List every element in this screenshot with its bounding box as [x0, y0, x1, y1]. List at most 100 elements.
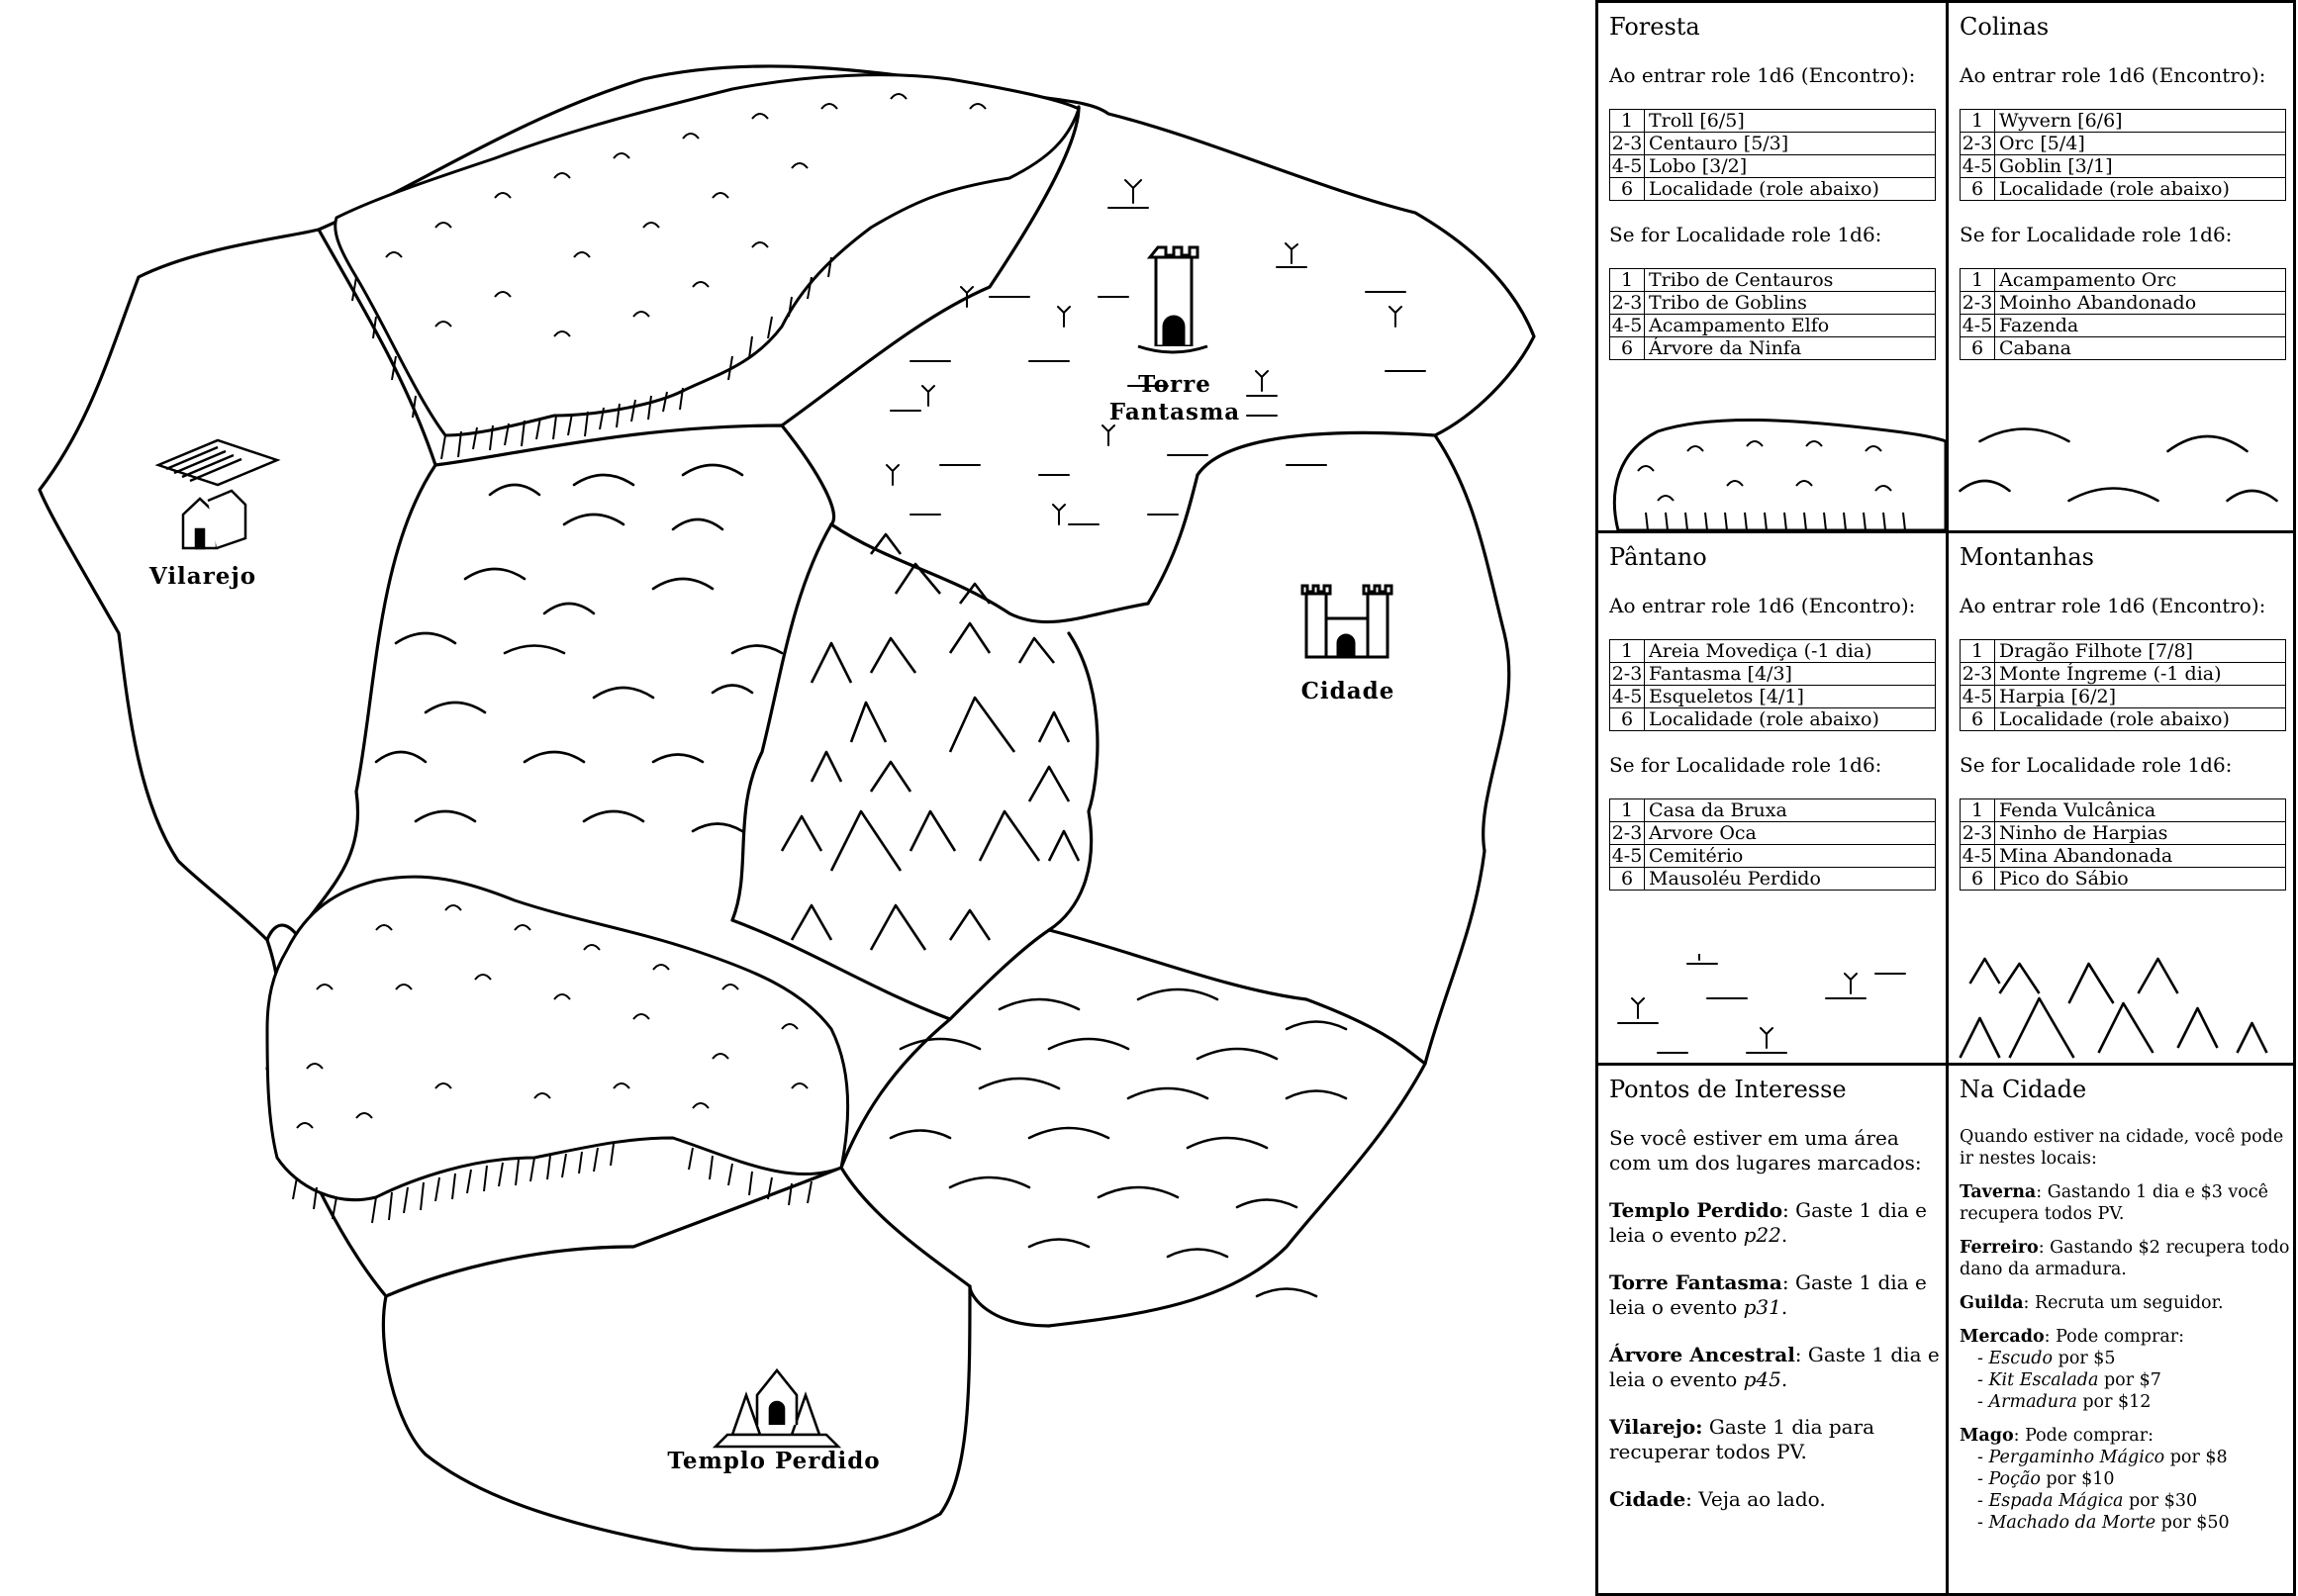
border-city-lake [1047, 928, 1427, 1066]
mountains-enter-text: Ao entrar role 1d6 (Encontro): [1960, 594, 2266, 617]
list-item: - Poção por $10 [1977, 1469, 2115, 1489]
list-item: - Kit Escalada por $7 [1977, 1370, 2161, 1390]
forest-north-trunks [351, 256, 832, 460]
hills-panel: Colinas Ao entrar role 1d6 (Encontro): 1… [1949, 3, 2296, 533]
forest-deco-icon [1612, 418, 1946, 530]
border-tower-city [1196, 430, 1437, 477]
swamp-marks [886, 179, 1426, 525]
map-label-temple: Templo Perdido [667, 1448, 880, 1474]
city-smith: Ferreiro: Gastando $2 recupera todo dano… [1960, 1238, 2290, 1279]
poi-intro: Se você estiver em uma área com um dos l… [1609, 1126, 1922, 1174]
swamp-title: Pântano [1609, 543, 1707, 571]
city-guild: Guilda: Recruta um seguidor. [1960, 1293, 2224, 1313]
village-icon [154, 438, 281, 550]
hills-locality-prompt: Se for Localidade role 1d6: [1960, 223, 2233, 246]
forest-panel: Foresta Ao entrar role 1d6 (Encontro): 1… [1598, 3, 1949, 533]
forest-north [334, 73, 1081, 437]
rules-panel: Foresta Ao entrar role 1d6 (Encontro): 1… [1595, 0, 2296, 1596]
border-mtn-bottom [730, 918, 1051, 1021]
temple-icon [712, 1367, 842, 1449]
forest-south-trunks [292, 1143, 813, 1224]
poi-item: Cidade: Veja ao lado. [1609, 1487, 1826, 1511]
border-lake-left [839, 1017, 952, 1170]
map-label-tower-2: Fantasma [1109, 399, 1240, 425]
city-title: Na Cidade [1960, 1076, 2087, 1103]
city-icon [1300, 584, 1393, 659]
forest-locality-prompt: Se for Localidade role 1d6: [1609, 223, 1882, 246]
border-mtn-right [1047, 631, 1100, 932]
poi-item: Árvore Ancestral: Gaste 1 dia e leia o e… [1609, 1343, 1940, 1391]
swamp-deco-icon [1617, 954, 1906, 1054]
list-item: - Escudo por $5 [1977, 1349, 2116, 1368]
forest-enter-text: Ao entrar role 1d6 (Encontro): [1609, 63, 1916, 87]
forest-title: Foresta [1609, 13, 1700, 41]
mountains-locality-prompt: Se for Localidade role 1d6: [1960, 753, 2233, 777]
border-mtn-left [730, 522, 833, 922]
forest-north-texture [385, 93, 987, 337]
poi-panel: Pontos de Interesse Se você estiver em u… [1598, 1066, 1949, 1593]
map-label-tower-1: Torre [1138, 371, 1211, 398]
mountains-panel: Montanhas Ao entrar role 1d6 (Encontro):… [1949, 533, 2296, 1066]
hills-enter-text: Ao entrar role 1d6 (Encontro): [1960, 63, 2266, 87]
list-item: - Espada Mágica por $30 [1977, 1491, 2198, 1511]
lake-marks [889, 987, 1348, 1298]
swamp-locality-prompt: Se for Localidade role 1d6: [1609, 753, 1882, 777]
swamp-enter-text: Ao entrar role 1d6 (Encontro): [1609, 594, 1916, 617]
city-market: Mercado: Pode comprar: - Escudo por $5 -… [1960, 1327, 2185, 1412]
mountains-title: Montanhas [1960, 543, 2094, 571]
list-item: - Pergaminho Mágico por $8 [1977, 1448, 2228, 1467]
city-intro: Quando estiver na cidade, você pode ir n… [1960, 1127, 2284, 1169]
city-mage: Mago: Pode comprar: - Pergaminho Mágico … [1960, 1426, 2230, 1533]
forest-south [265, 875, 850, 1202]
forest-south-texture [296, 904, 809, 1129]
border-temple-top [384, 1166, 843, 1298]
list-item: - Machado da Morte por $50 [1977, 1513, 2230, 1533]
tower-icon [1137, 245, 1208, 354]
hills-deco-icon [1959, 427, 2278, 503]
poi-item: Templo Perdido: Gaste 1 dia e leia o eve… [1609, 1198, 1927, 1247]
border-plains-tower [780, 105, 1081, 427]
list-item: - Armadura por $12 [1977, 1392, 2152, 1412]
region-map: Torre Fantasma Vilarejo Cidade Templo Pe… [38, 64, 1536, 1552]
poi-item: Torre Fantasma: Gaste 1 dia e leia o eve… [1609, 1270, 1927, 1319]
poi-title: Pontos de Interesse [1609, 1076, 1847, 1103]
poi-item: Vilarejo: Gaste 1 dia para recuperar tod… [1609, 1415, 1875, 1463]
border-hills-top [433, 423, 836, 526]
city-tavern: Taverna: Gastando 1 dia e $3 você recupe… [1960, 1182, 2268, 1224]
map-label-village: Vilarejo [148, 563, 256, 590]
